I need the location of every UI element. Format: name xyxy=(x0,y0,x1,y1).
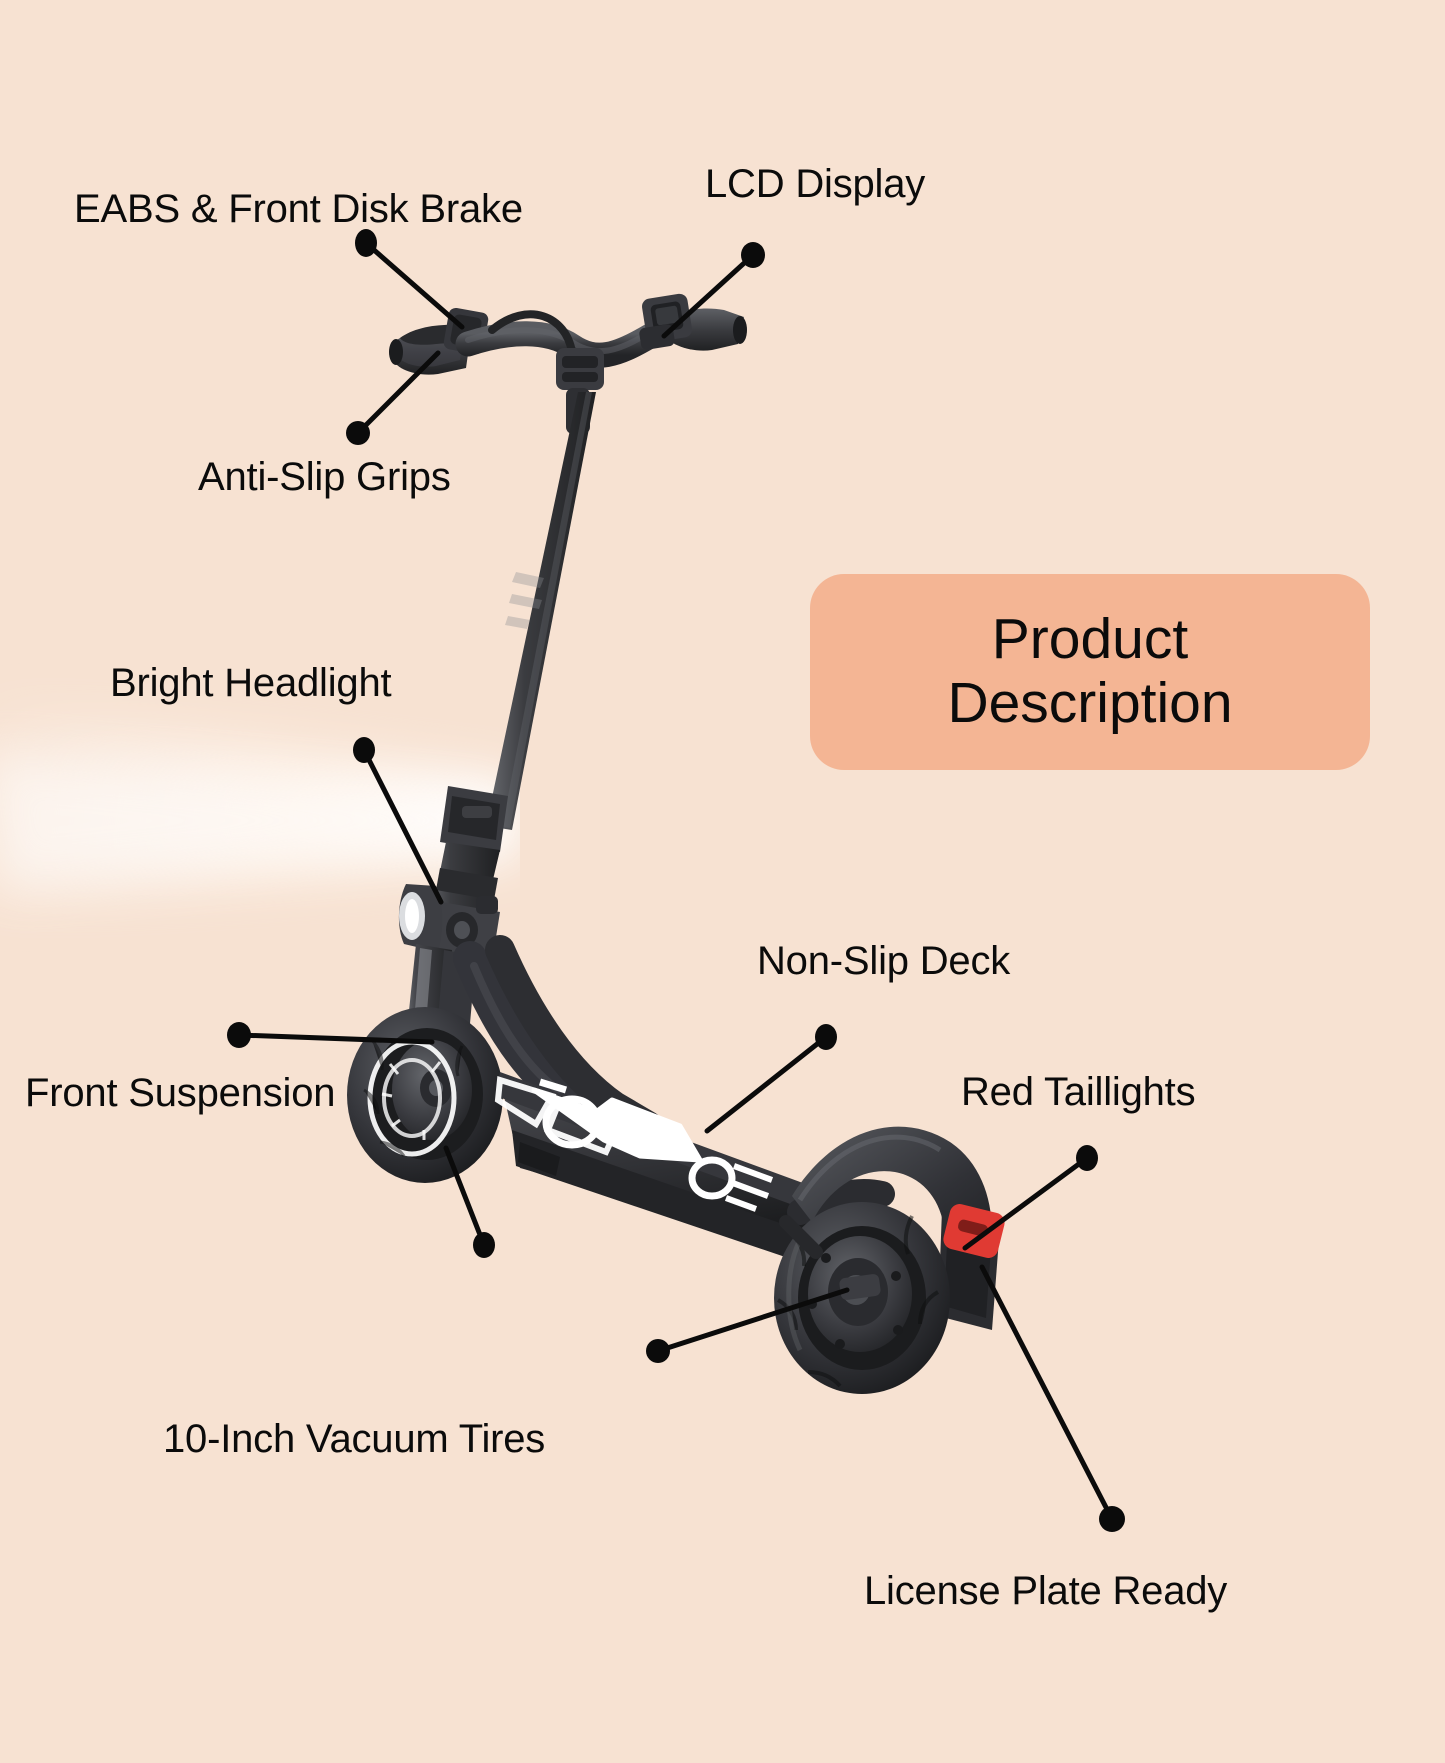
front-wheel xyxy=(347,1007,503,1183)
callout-label-bright-headlight: Bright Headlight xyxy=(110,661,392,705)
folding-collar xyxy=(440,786,508,852)
badge-line-1: Product xyxy=(991,607,1189,672)
stem-brand-marking xyxy=(505,572,544,629)
headlight xyxy=(398,884,443,952)
callout-label-anti-slip-grips: Anti-Slip Grips xyxy=(198,455,451,499)
callout-label-non-slip-deck: Non-Slip Deck xyxy=(757,939,1011,983)
callout-label-lcd-display: LCD Display xyxy=(705,162,926,206)
deck xyxy=(494,1072,822,1262)
callout-label-license-plate-ready: License Plate Ready xyxy=(864,1569,1228,1613)
product-description-badge: Product Description xyxy=(810,574,1370,770)
badge-line-2: Description xyxy=(947,671,1233,735)
callout-label-eabs-front-disk-brake: EABS & Front Disk Brake xyxy=(74,187,523,231)
callout-label-red-taillights: Red Taillights xyxy=(961,1070,1196,1114)
callout-label-front-suspension: Front Suspension xyxy=(25,1071,336,1115)
callout-label-ten-inch-vacuum-tires: 10-Inch Vacuum Tires xyxy=(163,1417,546,1461)
